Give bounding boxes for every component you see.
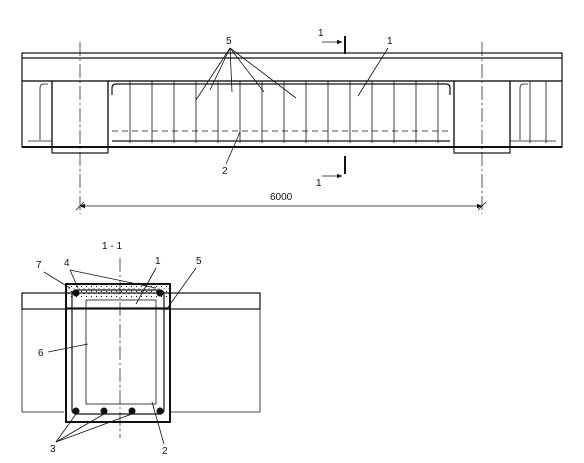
top-bar-left [72,289,80,297]
bottom-bar-3 [128,407,136,415]
svg-text:1: 1 [155,256,161,267]
section-beam [65,283,171,423]
svg-text:4: 4 [64,258,70,269]
section-mark-bottom-label: 1 [316,178,322,189]
stirrups-elevation [129,81,547,143]
svg-text:1: 1 [387,36,393,47]
svg-text:5: 5 [196,256,202,267]
top-rebar-elevation [111,83,451,95]
section-cut-mark: 1 1 [316,28,346,189]
elevation-view: 1 1 5 1 2 6000 [21,28,563,214]
left-bay [21,80,53,148]
section-mark-top-label: 1 [318,28,324,39]
section-view: 1 - 1 7 4 [21,241,261,457]
svg-text:5: 5 [226,36,232,47]
svg-text:2: 2 [222,166,228,177]
callout-bottom-rebar: 2 [222,131,241,177]
section-callout-stirrups: 5 [165,256,202,311]
section-callout-block: 1 [135,256,161,305]
callout-block: 1 [357,36,393,97]
right-bay [509,80,563,148]
bottom-bar-2 [100,407,108,415]
span-dimension-label: 6000 [270,192,293,203]
callout-ribs: 5 [195,36,297,101]
svg-text:6: 6 [38,348,44,359]
section-callout-bottom-rebar: 2 [151,401,168,457]
svg-text:2: 2 [162,446,168,457]
section-callout-topping: 7 [36,260,71,289]
bottom-bar-4 [156,407,164,415]
section-core [85,299,157,405]
svg-text:7: 7 [36,260,42,271]
bottom-bar-1 [72,407,80,415]
span-dimension: 6000 [75,192,487,211]
section-callout-top-bars: 4 [64,258,157,289]
section-callout-longitudinal-bars: 3 [50,413,133,455]
slab-band [21,52,563,82]
top-bar-right [156,289,164,297]
section-title: 1 - 1 [102,241,122,252]
svg-text:3: 3 [50,444,56,455]
beam-web [107,80,455,148]
section-stirrup [71,289,165,415]
section-callout-core: 6 [38,343,89,359]
